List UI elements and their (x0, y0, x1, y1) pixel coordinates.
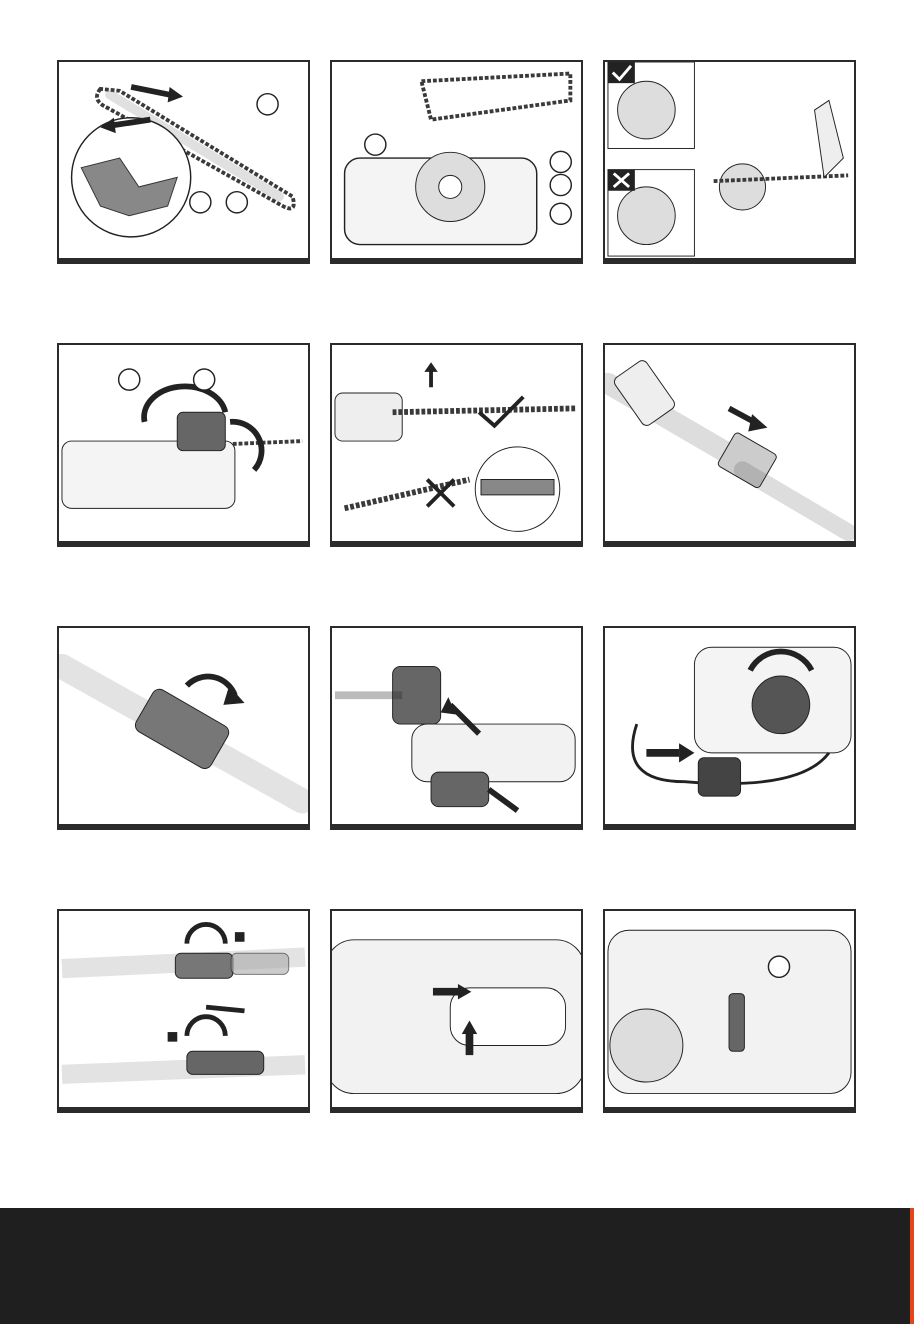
hand-icon (815, 100, 844, 177)
switch-lock-panel (330, 909, 583, 1113)
oil-window-panel (603, 909, 856, 1113)
footer-accent-strip (910, 1208, 914, 1324)
chain-tension-lift-panel (330, 343, 583, 547)
unlock-icon (235, 932, 245, 942)
oil-cap-cord-panel (603, 626, 856, 830)
pole-separate-panel (603, 343, 856, 547)
chain-bar-illustration (59, 62, 308, 258)
chain-on-bar-panel (57, 60, 310, 264)
arrow-right-icon (729, 408, 754, 421)
oil-cap-icon (752, 676, 810, 734)
tighten-knob-panel (57, 343, 310, 547)
double-arrow-icon (206, 1007, 244, 1011)
callout-2 (190, 192, 211, 213)
cover-attach-panel (330, 626, 583, 830)
rotate-arrow-icon (187, 924, 225, 943)
oil-window-icon (729, 994, 744, 1052)
footer-bar (0, 1208, 914, 1324)
lock-icon (168, 1032, 178, 1042)
callout-3 (226, 192, 247, 213)
pole-lock-lever-panel (57, 909, 310, 1113)
plug-icon (698, 758, 740, 796)
tension-check-panel (603, 60, 856, 264)
chain-fit-sprocket-panel (330, 60, 583, 264)
callout-1 (257, 94, 278, 115)
arrow-right-icon (131, 87, 169, 95)
pole-tighten-panel (57, 626, 310, 830)
tension-knob-icon (177, 412, 225, 450)
